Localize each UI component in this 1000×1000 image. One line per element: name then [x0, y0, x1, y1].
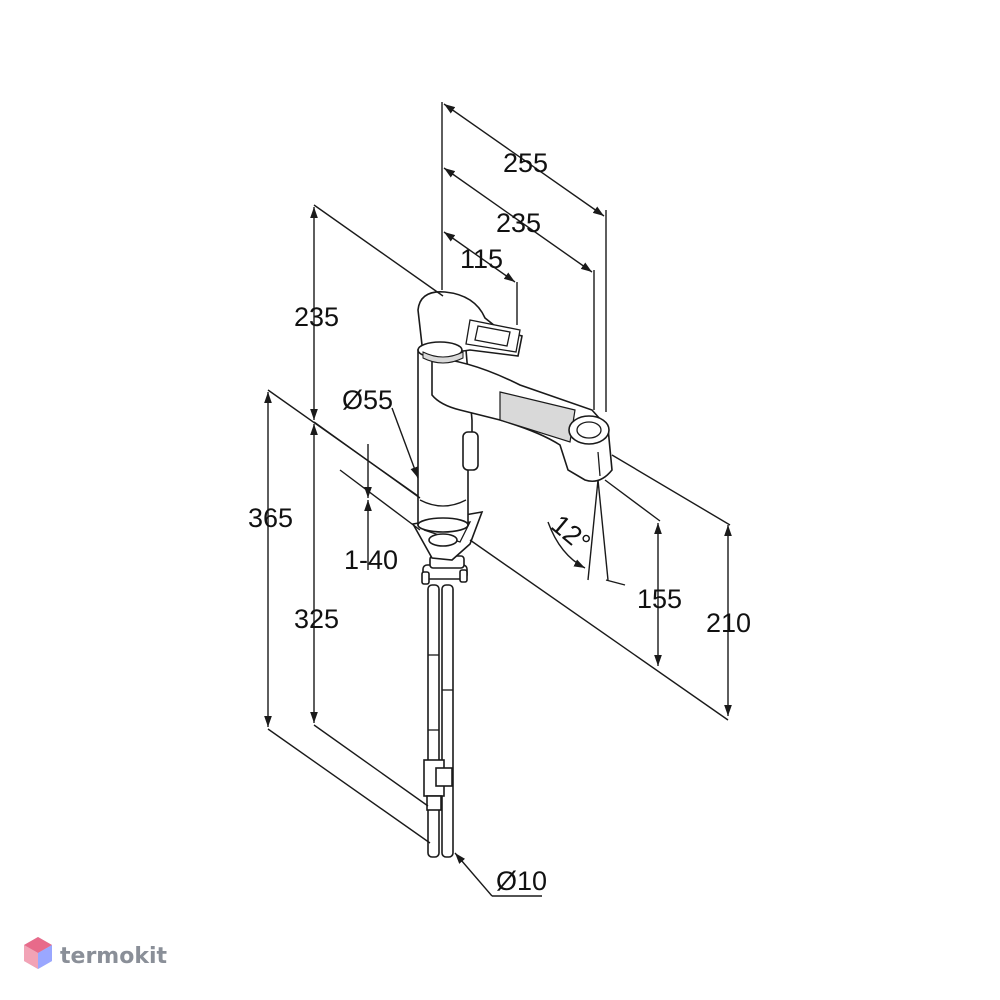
- dim-hose-diameter: Ø10: [496, 866, 547, 896]
- termokit-logo: termokit: [24, 937, 167, 969]
- dim-total-height: 365: [248, 503, 293, 533]
- dim-deck-thickness: 1-40: [344, 545, 398, 575]
- dim-lever-offset: 115: [460, 244, 503, 274]
- faucet-illustration: [411, 291, 613, 858]
- dim-spout-height: 235: [294, 302, 339, 332]
- mounting-studs: [421, 555, 468, 585]
- logo-text: termokit: [60, 944, 167, 969]
- dim-total-length: 255: [503, 148, 548, 178]
- cube-icon: [24, 937, 52, 969]
- dimension-labels: 255 235 115 235 Ø55 1-40 365 325 12° 155…: [248, 148, 751, 896]
- dim-max-height: 210: [706, 608, 751, 638]
- dim-hose-length: 325: [294, 604, 339, 634]
- supply-hoses: [423, 584, 454, 858]
- spout: [431, 357, 613, 483]
- dimension-lines: [264, 102, 732, 897]
- dim-reach: 235: [496, 208, 541, 238]
- dim-outlet-height: 155: [637, 584, 682, 614]
- dim-spray-angle: 12°: [545, 509, 596, 558]
- dim-body-diameter: Ø55: [342, 385, 393, 415]
- lever-handle: [417, 291, 523, 364]
